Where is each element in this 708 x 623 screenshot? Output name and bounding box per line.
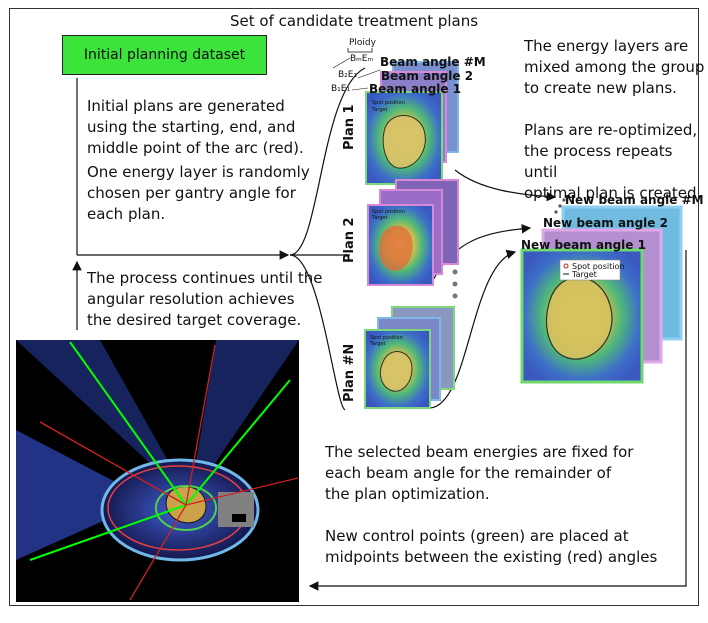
- new-beam-angle-2-label: New beam angle 2: [543, 216, 668, 230]
- figure-frame: [9, 8, 699, 606]
- new-beam-angle-1-label: New beam angle 1: [521, 238, 646, 252]
- bottom-text-new-control-points: New control points (green) are placed at…: [325, 527, 658, 566]
- figure-title: Set of candidate treatment plans: [230, 12, 479, 30]
- plan-n-legend-spot: Spot position: [370, 335, 403, 341]
- plan-2-image-stack: [367, 179, 459, 286]
- ploidy-bm-em: BₘEₘ: [350, 54, 374, 64]
- beam-angle-m-label: Beam angle #M: [380, 55, 486, 69]
- plan-n-label: Plan #N: [342, 343, 357, 402]
- plan-2-label: Plan 2: [342, 217, 357, 263]
- plan-1-legend-spot: Spot position: [372, 100, 405, 106]
- plan-1-legend-target: Target: [372, 107, 388, 113]
- plan-2-legend-spot: Spot position: [372, 209, 405, 215]
- plan-2-legend-target: Target: [372, 215, 388, 221]
- ploidy-b1-e1: B₁E₁: [331, 84, 351, 94]
- beam-angle-1-label: Beam angle 1: [369, 82, 462, 96]
- plan-1-label: Plan 1: [342, 104, 357, 150]
- bottom-text-beam-energies-fixed: The selected beam energies are fixed for…: [325, 443, 634, 503]
- plan-n-image-stack: [364, 306, 455, 409]
- initial-planning-dataset-box: Initial planning dataset: [62, 35, 267, 75]
- plan-1-image-stack: [365, 61, 459, 185]
- new-plan-legend-spot: Spot position: [572, 262, 625, 271]
- beam-angle-2-label: Beam angle 2: [381, 69, 474, 83]
- right-text-reoptimized: Plans are re-optimized,the process repea…: [524, 121, 702, 202]
- new-plan-legend-target: Target: [572, 270, 597, 279]
- ploidy-label: Ploidy: [349, 38, 376, 48]
- new-beam-angle-m-label: New beam angle #M: [565, 193, 704, 207]
- ploidy-b2-e1: B₂E₁: [338, 70, 358, 80]
- new-plan-image-stack: [520, 205, 683, 384]
- ct-dose-image: [16, 340, 299, 602]
- plan-n-legend-target: Target: [370, 341, 386, 347]
